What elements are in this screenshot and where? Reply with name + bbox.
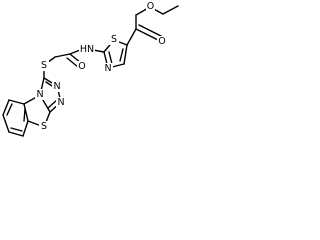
atom-s-thiazole: S xyxy=(109,34,119,45)
bond-ester-c-ring xyxy=(126,28,137,46)
chemical-structure-diagram: O O S N HN O S N N N S xyxy=(2,1,179,137)
bond-benz-5 xyxy=(22,120,29,137)
atom-s-thiazole-label: S xyxy=(111,34,117,45)
atom-n-triazole-2-label: N xyxy=(53,81,60,92)
atom-o-amide-label: O xyxy=(78,61,85,72)
bond-n1-c8a-b xyxy=(47,99,58,109)
atom-n-thiazole-label: N xyxy=(104,63,111,74)
bond-co-o-b xyxy=(66,57,79,68)
atom-o-ester: O xyxy=(146,1,155,12)
bond-ester-c-o2-b xyxy=(138,24,164,38)
atom-n-triazole-1-label: N xyxy=(57,97,64,108)
bond-ethyl-2 xyxy=(162,5,179,15)
bond-thiazole-c2-n-b xyxy=(108,51,113,65)
atom-n-amide: HN xyxy=(79,44,95,55)
bond-nh-co xyxy=(69,49,81,55)
bond-benz-5b xyxy=(23,108,26,122)
atom-s-benzothiazole-label: S xyxy=(41,121,47,132)
bond-benz-4b xyxy=(10,127,23,132)
bond-benz-4 xyxy=(8,131,24,137)
atom-n-triazole-3-label: N xyxy=(36,89,43,100)
atom-n-thiazole: N xyxy=(103,63,113,74)
atom-o-carbonyl-ester-label: O xyxy=(158,36,165,47)
atom-n-triazole-3: N xyxy=(35,89,45,100)
bond-benz-1 xyxy=(8,99,25,105)
atom-o-ester-label: O xyxy=(147,1,154,12)
atom-s-benzothiazole: S xyxy=(39,121,49,132)
atom-o-amide: O xyxy=(77,61,87,72)
bond-benz-3 xyxy=(2,114,10,133)
bond-c7a-c3a xyxy=(23,103,29,122)
bond-benz-2b xyxy=(6,103,13,116)
atom-n-triazole-1: N xyxy=(56,97,66,108)
bond-benz-2 xyxy=(2,99,10,116)
atom-s-thioether-label: S xyxy=(41,60,47,71)
bond-thiazole-c4-c5-a xyxy=(123,44,128,65)
bond-thiazole-c4-c5-b xyxy=(119,48,124,62)
atom-n-triazole-2: N xyxy=(52,81,62,92)
atom-s-thioether: S xyxy=(39,60,49,71)
bond-co-ch2 xyxy=(54,53,71,58)
atom-o-carbonyl-ester: O xyxy=(157,36,167,47)
atom-n-amide-label: HN xyxy=(80,44,94,55)
